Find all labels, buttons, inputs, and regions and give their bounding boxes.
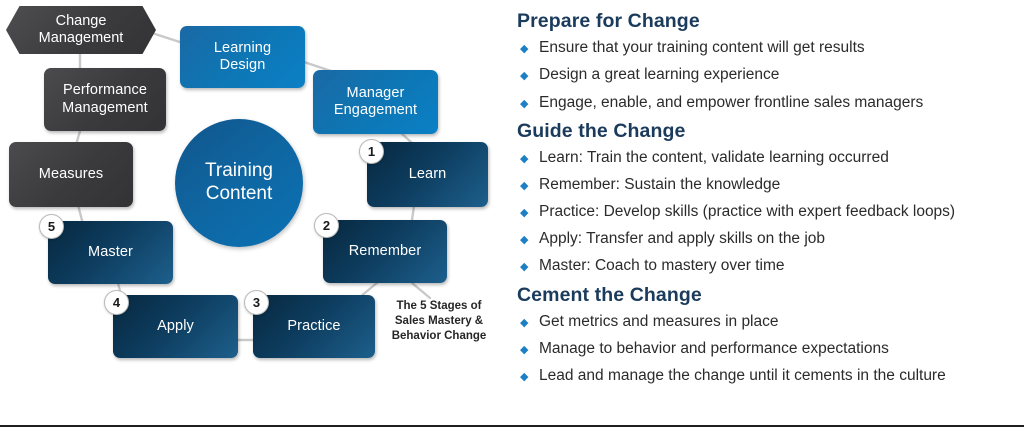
bullet-text: Master: Coach to mastery over time: [539, 257, 785, 275]
bullet-diamond-icon: ◆: [520, 70, 529, 83]
section-guide-the-change: Guide the Change ◆ Learn: Train the cont…: [515, 118, 1015, 279]
list-item: ◆ Ensure that your training content will…: [515, 35, 1015, 60]
stage-badge-3-number: 3: [252, 295, 261, 310]
sales-mastery-diagram: Change Management Performance Management…: [0, 0, 505, 431]
list-item: ◆ Learn: Train the content, validate lea…: [515, 145, 1015, 170]
bullet-text: Apply: Transfer and apply skills on the …: [539, 230, 826, 248]
list-item: ◆ Apply: Transfer and apply skills on th…: [515, 226, 1015, 251]
node-stage-master[interactable]: Master: [48, 221, 173, 284]
bullet-diamond-icon: ◆: [520, 261, 529, 274]
node-measures[interactable]: Measures: [9, 142, 133, 207]
training-content-circle[interactable]: Training Content: [175, 119, 303, 247]
bullet-text: Engage, enable, and empower frontline sa…: [539, 93, 924, 111]
section-title-cement-the-change: Cement the Change: [517, 283, 702, 306]
bullet-text: Design a great learning experience: [539, 66, 780, 84]
bullet-text: Practice: Develop skills (practice with …: [539, 203, 956, 221]
diagram-caption: The 5 Stages of Sales Mastery & Behavior…: [391, 300, 487, 343]
node-learning-design[interactable]: Learning Design: [180, 26, 305, 88]
bullet-diamond-icon: ◆: [520, 207, 529, 220]
bullet-text: Remember: Sustain the knowledge: [539, 176, 781, 194]
bullet-diamond-icon: ◆: [520, 316, 529, 329]
bullet-diamond-icon: ◆: [520, 152, 529, 165]
bullet-diamond-icon: ◆: [520, 343, 529, 356]
stage-badge-1[interactable]: 1: [359, 139, 384, 164]
training-content-label: Training Content: [205, 160, 273, 204]
stage-badge-3[interactable]: 3: [244, 290, 269, 315]
section-title-prepare-for-change: Prepare for Change: [517, 10, 700, 32]
bullet-diamond-icon: ◆: [520, 234, 529, 247]
node-stage-practice[interactable]: Practice: [253, 295, 375, 358]
bottom-divider: [0, 425, 1024, 427]
stage-badge-1-number: 1: [367, 144, 376, 159]
section-cement-the-change: Cement the Change ◆ Get metrics and meas…: [515, 282, 1015, 389]
node-stage-learn[interactable]: Learn: [367, 142, 488, 207]
list-item: ◆ Engage, enable, and empower frontline …: [515, 90, 1015, 115]
node-stage-remember[interactable]: Remember: [323, 220, 447, 283]
change-framework-panel: Prepare for Change ◆ Ensure that your tr…: [515, 8, 1015, 391]
node-stage-remember-label: Remember: [348, 242, 422, 259]
bullet-list-guide-the-change: ◆ Learn: Train the content, validate lea…: [515, 145, 1015, 279]
bullet-diamond-icon: ◆: [520, 97, 529, 110]
node-change-management-label: Change Management: [38, 12, 124, 46]
section-title-guide-the-change: Guide the Change: [517, 119, 686, 142]
node-performance-management-label: Performance Management: [62, 82, 148, 116]
list-item: ◆ Remember: Sustain the knowledge: [515, 172, 1015, 197]
bullet-text: Manage to behavior and performance expec…: [539, 339, 889, 357]
bullet-text: Ensure that your training content will g…: [539, 39, 865, 57]
node-measures-label: Measures: [38, 165, 104, 182]
bullet-list-cement-the-change: ◆ Get metrics and measures in place ◆ Ma…: [515, 309, 1015, 388]
list-item: ◆ Lead and manage the change until it ce…: [515, 363, 1015, 388]
bullet-diamond-icon: ◆: [520, 43, 529, 56]
stage-badge-5-number: 5: [47, 219, 56, 234]
node-stage-apply-label: Apply: [157, 317, 194, 334]
node-stage-learn-label: Learn: [408, 165, 447, 182]
stage-badge-4[interactable]: 4: [104, 290, 129, 315]
list-item: ◆ Manage to behavior and performance exp…: [515, 336, 1015, 361]
bullet-list-prepare-for-change: ◆ Ensure that your training content will…: [515, 35, 1015, 114]
bullet-text: Lead and manage the change until it ceme…: [539, 367, 946, 385]
node-stage-apply[interactable]: Apply: [113, 295, 238, 358]
bullet-text: Learn: Train the content, validate learn…: [539, 148, 889, 166]
stage-badge-2[interactable]: 2: [314, 213, 339, 238]
bullet-diamond-icon: ◆: [520, 371, 529, 384]
bullet-text: Get metrics and measures in place: [539, 312, 779, 330]
section-prepare-for-change: Prepare for Change ◆ Ensure that your tr…: [515, 8, 1015, 115]
node-change-management[interactable]: Change Management: [6, 6, 156, 54]
list-item: ◆ Practice: Develop skills (practice wit…: [515, 199, 1015, 224]
stage-badge-5[interactable]: 5: [39, 214, 64, 239]
list-item: ◆ Master: Coach to mastery over time: [515, 253, 1015, 278]
bullet-diamond-icon: ◆: [520, 180, 529, 193]
node-learning-design-label: Learning Design: [213, 39, 272, 73]
list-item: ◆ Design a great learning experience: [515, 62, 1015, 87]
node-stage-practice-label: Practice: [287, 317, 341, 334]
node-manager-engagement-label: Manager Engagement: [333, 84, 418, 118]
node-manager-engagement[interactable]: Manager Engagement: [313, 70, 438, 134]
node-stage-master-label: Master: [88, 243, 133, 260]
stage-badge-4-number: 4: [112, 295, 121, 310]
node-performance-management[interactable]: Performance Management: [44, 68, 166, 131]
stage-badge-2-number: 2: [322, 218, 331, 233]
list-item: ◆ Get metrics and measures in place: [515, 309, 1015, 334]
